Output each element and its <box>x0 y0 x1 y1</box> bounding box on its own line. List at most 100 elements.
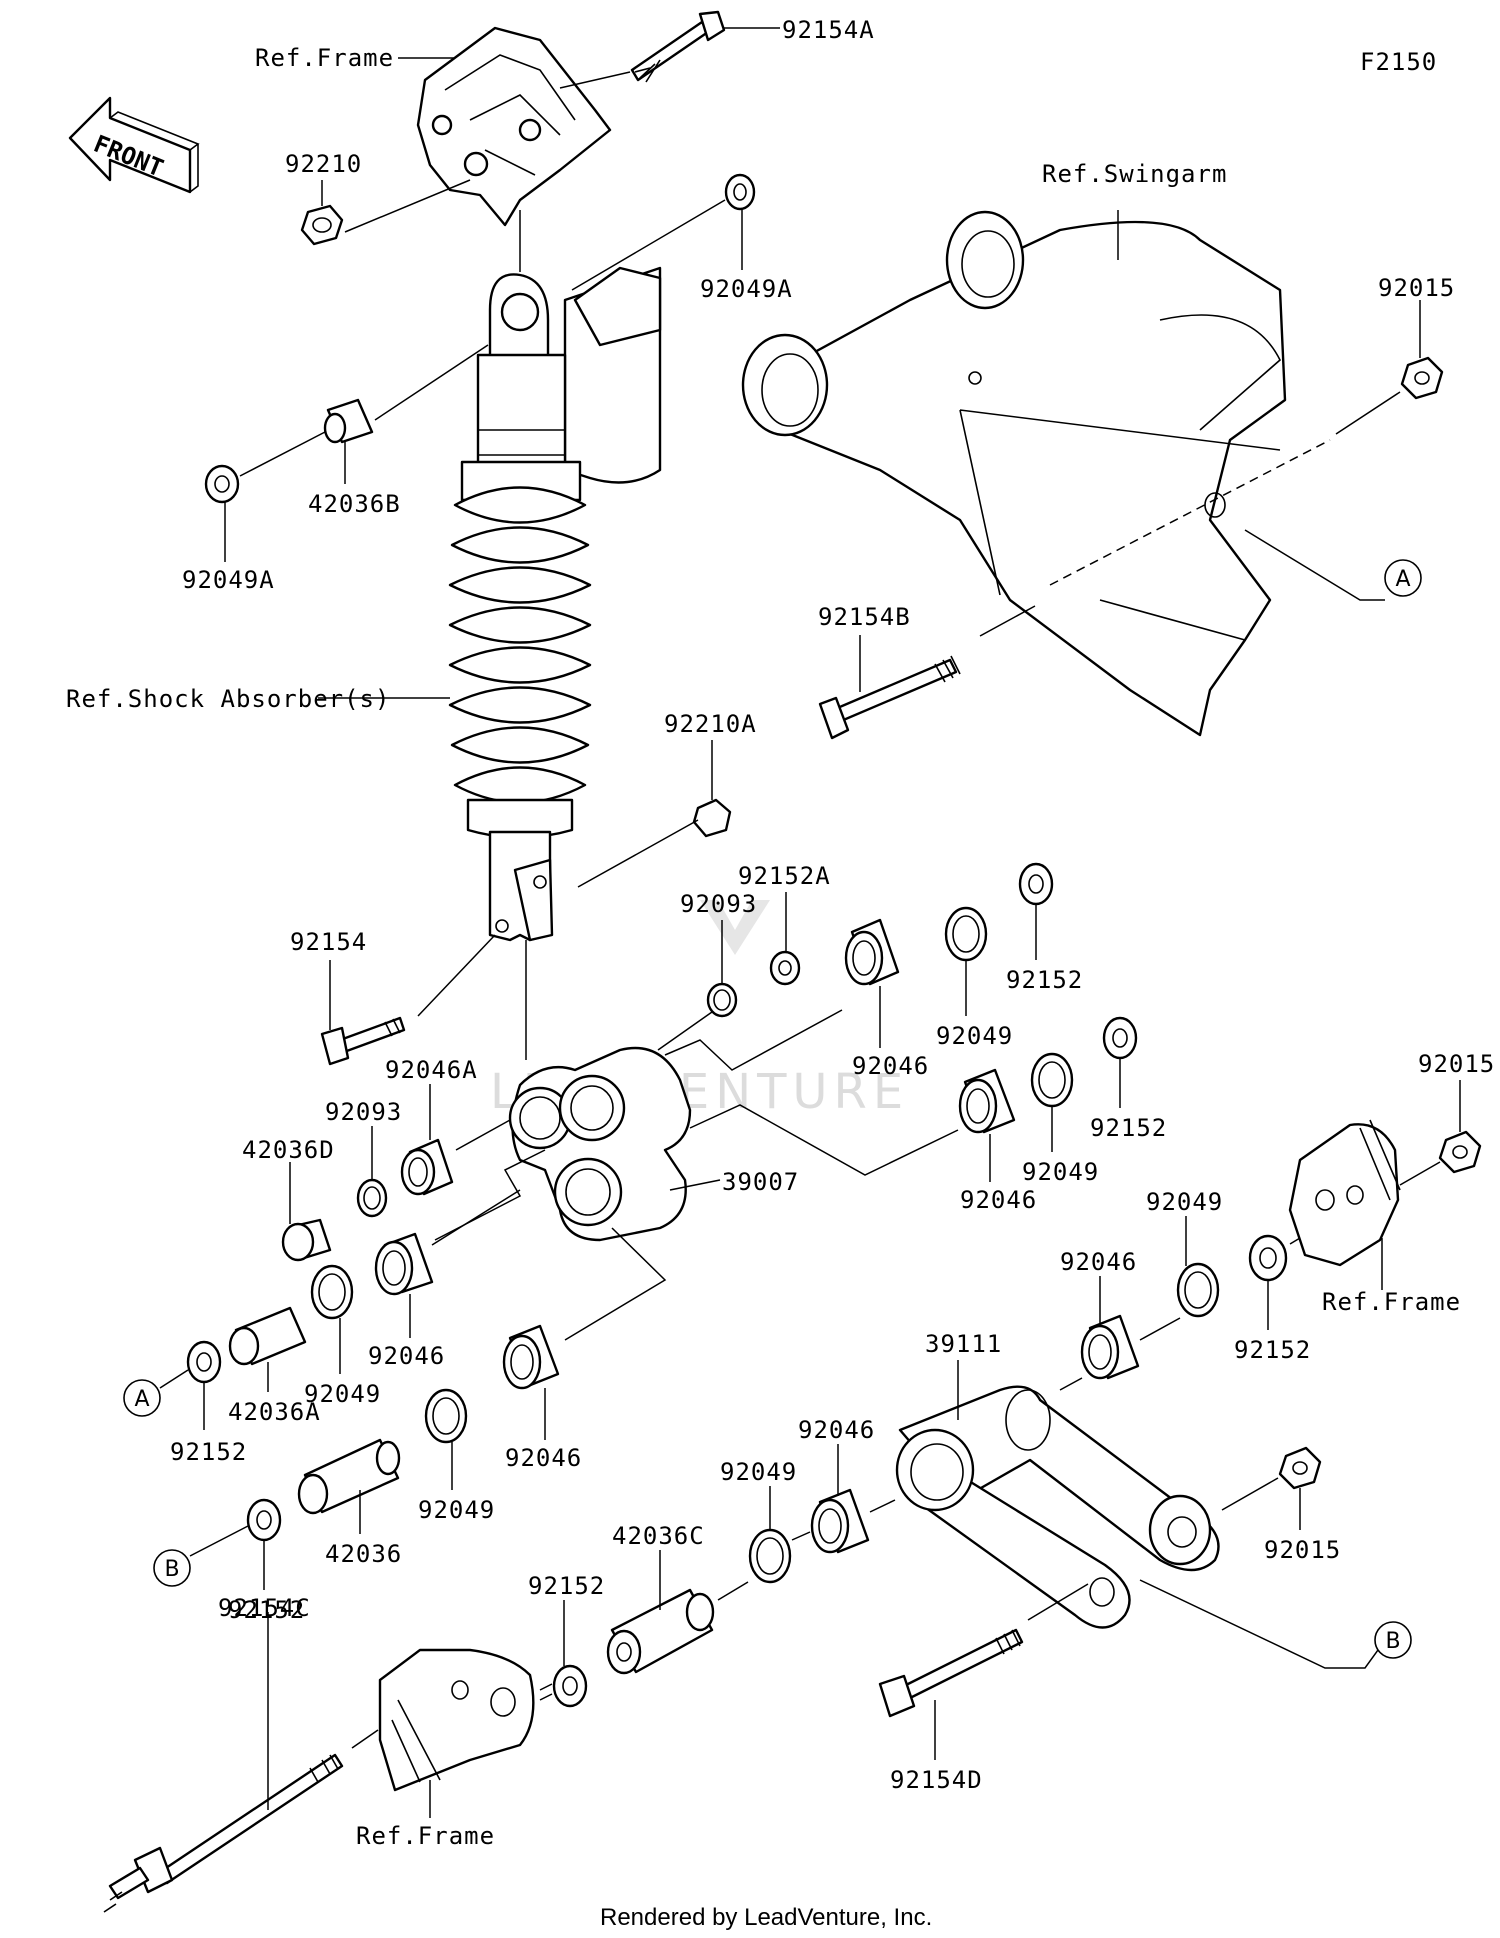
leader-92046-a-axis <box>664 1009 843 1071</box>
rocker-39007 <box>508 1046 692 1242</box>
ref-frame-top: Ref.Frame <box>255 44 394 72</box>
label-92049-b: 92049 <box>1022 1158 1099 1186</box>
leader-39007 <box>669 1179 721 1191</box>
leader-92152-f-axis <box>539 1693 553 1701</box>
washer-92152-d <box>246 1498 282 1542</box>
leader-92154-axis <box>417 934 496 1017</box>
label-39111: 39111 <box>925 1330 1002 1358</box>
seal-92049-d <box>424 1388 468 1444</box>
callout-b-left-text: B <box>164 1557 179 1582</box>
front-arrow-icon: FRONT <box>68 96 200 194</box>
label-92049-c: 92049 <box>304 1380 381 1408</box>
leader-42036a-axis <box>431 1189 521 1246</box>
washer-92152-a <box>1018 862 1054 906</box>
washer-92152-c <box>186 1340 222 1384</box>
leader-92154d-axis <box>1027 1583 1089 1621</box>
leader-92093-top-axis <box>657 1011 713 1051</box>
bearing-92046-d <box>502 1324 560 1390</box>
label-92093-top: 92093 <box>680 890 757 918</box>
leader-42036c-axis <box>717 1581 749 1601</box>
bolt-92154c <box>103 1753 344 1913</box>
callout-a-right-text: A <box>1395 567 1410 592</box>
swingarm <box>741 210 1287 737</box>
washer-92152a <box>769 950 801 986</box>
label-92152-e: 92152 <box>1234 1336 1311 1364</box>
seal-92049-b <box>1030 1052 1074 1108</box>
leader-callout-a-left <box>159 1369 189 1389</box>
nut-92015-right <box>1438 1130 1482 1174</box>
label-92154d: 92154D <box>890 1766 983 1794</box>
callout-a-right <box>1384 559 1422 597</box>
seal-92049-f <box>748 1528 792 1584</box>
leader-92015-right-axis <box>1399 1161 1441 1186</box>
rod-39111 <box>895 1385 1220 1629</box>
label-92049-a: 92049 <box>936 1022 1013 1050</box>
frame-bottom-bracket <box>378 1648 535 1792</box>
leader-callout-b-left <box>189 1525 249 1557</box>
leader-92046-f-axis <box>869 1499 896 1513</box>
label-92015-right: 92015 <box>1418 1050 1495 1078</box>
leader-92152-e-axis <box>1289 1237 1301 1245</box>
diagram-code: F2150 <box>1360 48 1437 76</box>
label-92049a-top: 92049A <box>700 275 793 303</box>
leader-92154c-axis <box>351 1729 379 1749</box>
leader-92154a-axis <box>559 71 631 89</box>
label-92015-bottom: 92015 <box>1264 1536 1341 1564</box>
leader-92046-b-axis <box>689 1104 959 1176</box>
ref-shock: Ref.Shock Absorber(s) <box>66 685 390 713</box>
callout-b-right <box>1374 1621 1412 1659</box>
bearing-92046-f <box>810 1488 870 1554</box>
nut-92015-bottom <box>1278 1446 1322 1490</box>
label-42036a: 42036A <box>228 1398 321 1426</box>
washer-92152-e <box>1248 1234 1288 1282</box>
leader-92015-bottom-axis <box>1221 1477 1279 1511</box>
label-92049-d: 92049 <box>418 1496 495 1524</box>
ref-frame-right: Ref.Frame <box>1322 1288 1461 1316</box>
bolt-92154d <box>878 1628 1024 1718</box>
label-92046-d: 92046 <box>505 1444 582 1472</box>
label-92046-a: 92046 <box>852 1052 929 1080</box>
ring-92093-left <box>356 1178 388 1218</box>
washer-92152-f <box>552 1664 588 1708</box>
label-92152-c: 92152 <box>170 1438 247 1466</box>
label-42036: 42036 <box>325 1540 402 1568</box>
leader-92154b-axis <box>979 605 1036 637</box>
ref-swingarm: Ref.Swingarm <box>1042 160 1227 188</box>
label-92152-f: 92152 <box>528 1572 605 1600</box>
nut-92210 <box>300 204 344 246</box>
leader-92210-axis <box>344 179 471 233</box>
seal-92049a-top <box>724 173 756 211</box>
label-92152-b: 92152 <box>1090 1114 1167 1142</box>
label-92152-a: 92152 <box>1006 966 1083 994</box>
bearing-92046-c <box>374 1232 434 1296</box>
callout-b-right-text: B <box>1385 1629 1400 1654</box>
leader-92015-top-axis <box>1335 391 1401 435</box>
leader-39111-axis <box>1059 1377 1083 1391</box>
label-92046-f: 92046 <box>798 1416 875 1444</box>
label-92046-c: 92046 <box>368 1342 445 1370</box>
washer-92152-b <box>1102 1016 1138 1060</box>
shock-absorber <box>448 266 662 942</box>
label-92154a: 92154A <box>782 16 875 44</box>
label-92046-b: 92046 <box>960 1186 1037 1214</box>
label-92049-f: 92049 <box>720 1458 797 1486</box>
frame-top-bracket <box>416 26 612 227</box>
callout-a-left-text: A <box>134 1387 149 1412</box>
bolt-92154 <box>320 1016 406 1066</box>
bearing-92046-a <box>844 918 900 986</box>
leader-ref-frame-bottom-axis <box>539 1683 553 1691</box>
label-42036b: 42036B <box>308 490 401 518</box>
callout-b-left <box>153 1549 191 1587</box>
seal-92049a-left <box>204 464 240 504</box>
label-92049-e: 92049 <box>1146 1188 1223 1216</box>
label-92210a: 92210A <box>664 710 757 738</box>
ring-92093-top <box>706 982 738 1018</box>
leader-92046-e-axis <box>1139 1317 1181 1341</box>
label-42036c: 42036C <box>612 1522 705 1550</box>
label-92152a: 92152A <box>738 862 831 890</box>
bearing-92046-b <box>958 1068 1016 1134</box>
bolt-92154a <box>630 10 726 83</box>
label-39007: 39007 <box>722 1168 799 1196</box>
leader-92049-f-axis <box>791 1531 811 1541</box>
